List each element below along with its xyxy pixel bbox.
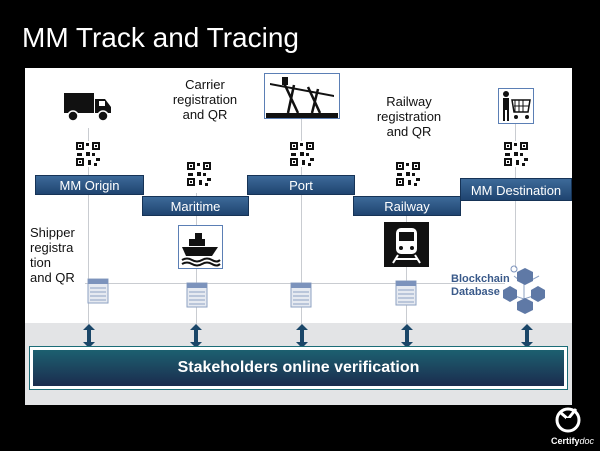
train-icon [384, 222, 429, 267]
qr-code-icon [75, 141, 101, 167]
blockchain-icon [503, 265, 545, 314]
arrow-icon [521, 324, 533, 348]
database-icon [87, 278, 109, 304]
qr-code-icon [395, 161, 421, 187]
arrow-icon [401, 324, 413, 348]
slide-title: MM Track and Tracing [22, 22, 299, 53]
stage-port: Port [247, 175, 355, 195]
verification-banner: Stakeholders online verification [29, 346, 568, 390]
stage-origin: MM Origin [35, 175, 144, 195]
stage-maritime: Maritime [142, 196, 249, 216]
ship-icon [178, 225, 223, 269]
certifydoc-logo-icon [555, 407, 581, 433]
arrow-icon [190, 324, 202, 348]
truck-icon [64, 93, 111, 122]
stage-destination: MM Destination [460, 178, 572, 201]
database-icon [395, 280, 417, 306]
arrow-icon [83, 324, 95, 348]
database-icon [290, 282, 312, 308]
qr-code-icon [503, 141, 529, 167]
certifydoc-logo: Certifydoc [551, 436, 595, 446]
arrow-icon [296, 324, 308, 348]
qr-code-icon [186, 161, 212, 187]
crane-icon [264, 73, 340, 119]
qr-code-icon [289, 141, 315, 167]
database-icon [186, 282, 208, 308]
shopping-cart-icon [498, 88, 534, 124]
stage-railway: Railway [353, 196, 461, 216]
